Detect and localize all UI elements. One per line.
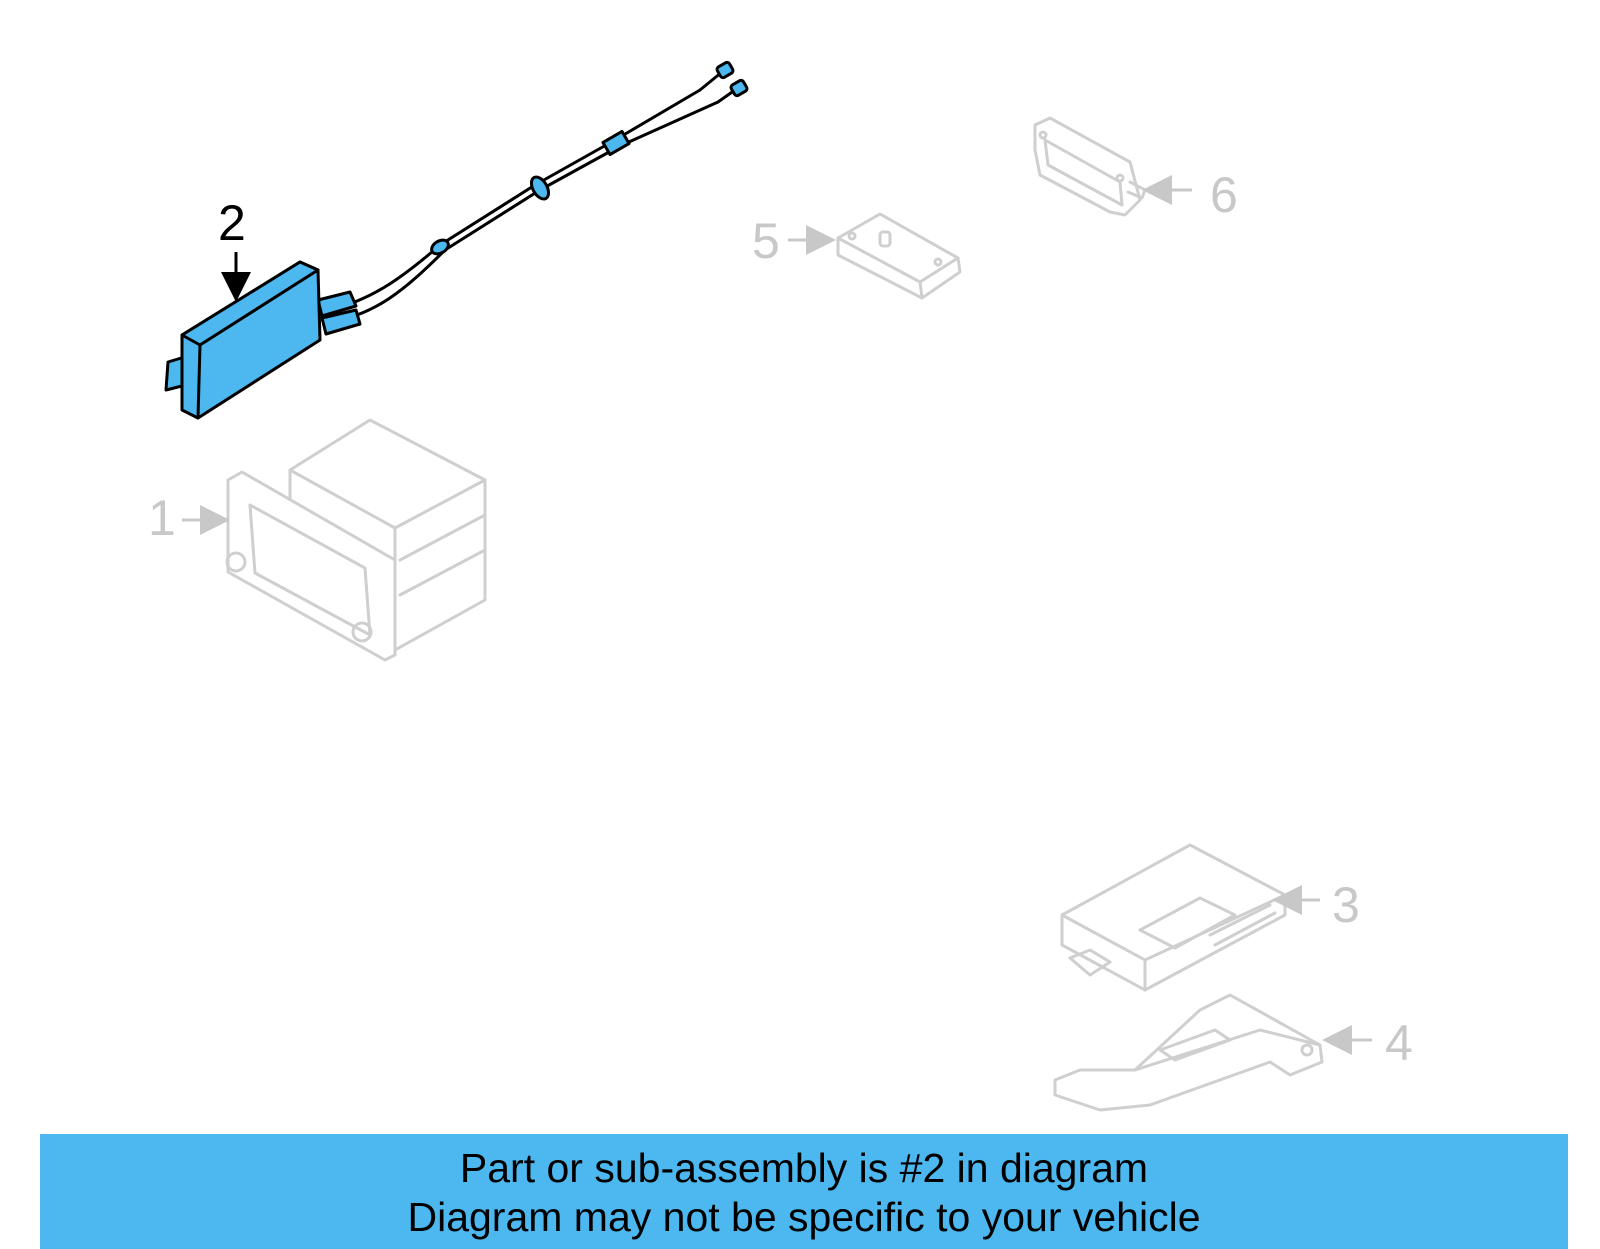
banner-line-disclaimer: Diagram may not be specific to your vehi… <box>407 1194 1201 1240</box>
callout-1-label: 1 <box>148 490 176 546</box>
callout-2-label: 2 <box>218 195 246 251</box>
callout-5-label: 5 <box>752 213 780 269</box>
part-5-sensor-module[interactable] <box>836 212 962 300</box>
part-3-control-unit[interactable] <box>1060 843 1287 992</box>
part-6-control-module[interactable] <box>1033 116 1147 217</box>
part-1-head-unit[interactable] <box>225 418 487 662</box>
part-2-antenna-module[interactable] <box>164 60 749 420</box>
callout-3-label: 3 <box>1332 877 1360 933</box>
callout-6-label: 6 <box>1210 167 1238 223</box>
banner-line-part-number: Part or sub-assembly is #2 in diagram <box>459 1145 1149 1191</box>
callout-4-label: 4 <box>1385 1015 1413 1071</box>
diagram-notice-banner: Part or sub-assembly is #2 in diagram Di… <box>40 1134 1568 1249</box>
part-4-mounting-bracket[interactable] <box>1053 993 1324 1112</box>
